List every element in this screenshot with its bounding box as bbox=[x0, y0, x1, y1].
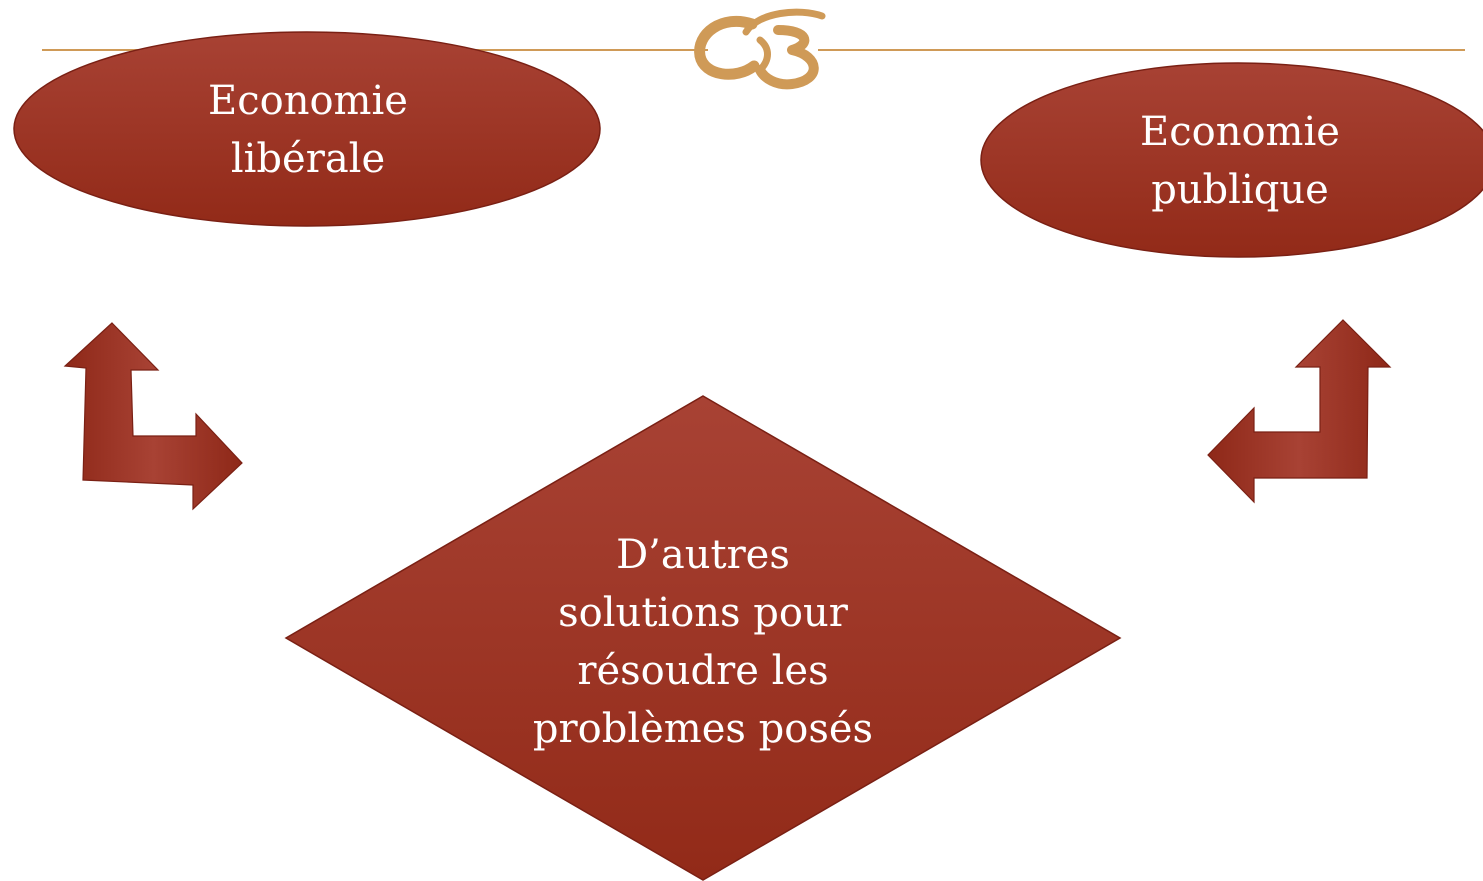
node-autres-solutions bbox=[284, 395, 1122, 881]
cb-monogram-icon bbox=[694, 8, 826, 90]
autres-solutions-label: D’autres solutions pour résoudre les pro… bbox=[532, 532, 874, 752]
bent-arrow-left-icon bbox=[63, 322, 243, 511]
economie-liberale-label: Economie libérale bbox=[208, 78, 408, 182]
economie-publique-label: Economie publique bbox=[1140, 109, 1340, 213]
node-economie-liberale bbox=[13, 31, 601, 227]
node-economie-publique bbox=[980, 62, 1483, 258]
bent-arrow-right-icon bbox=[1207, 319, 1392, 504]
